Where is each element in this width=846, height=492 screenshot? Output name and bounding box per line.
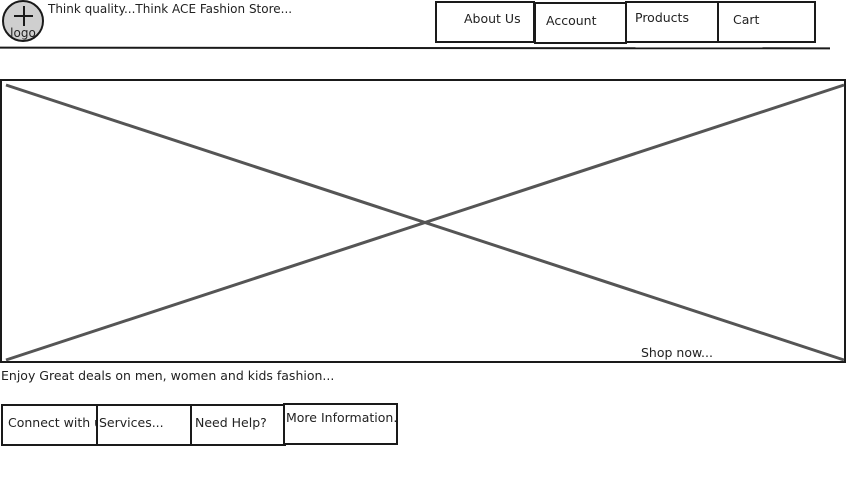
nav-products-button[interactable]: Products — [625, 1, 719, 43]
nav-account-button[interactable]: Account — [534, 2, 627, 44]
header-divider — [0, 46, 831, 50]
footer-button-label: Need Help? — [195, 415, 267, 430]
nav-label: Products — [635, 10, 689, 25]
connect-with-us-button[interactable]: Connect with us — [1, 404, 98, 446]
nav-label: About Us — [464, 11, 521, 26]
footer-button-label: Services... — [99, 415, 164, 430]
hero-image-placeholder[interactable] — [0, 79, 846, 363]
nav-cart-button[interactable]: Cart — [717, 1, 816, 43]
need-help-button[interactable]: Need Help? — [190, 404, 286, 446]
image-placeholder-icon — [5, 83, 845, 362]
more-information-button[interactable]: More Information... — [283, 403, 398, 445]
footer-button-label: Connect with us — [8, 415, 96, 430]
nav-label: Account — [546, 13, 597, 28]
nav-label: Cart — [733, 12, 760, 27]
placeholder-diagonal — [5, 83, 845, 362]
logo-label: logo — [10, 26, 36, 40]
logo[interactable]: logo — [2, 0, 44, 42]
shop-now-link[interactable]: Shop now... — [641, 345, 713, 360]
plus-icon-bar — [22, 6, 25, 26]
services-button[interactable]: Services... — [96, 404, 192, 446]
promo-caption: Enjoy Great deals on men, women and kids… — [1, 368, 335, 383]
footer-button-label: More Information... — [286, 410, 398, 425]
tagline: Think quality...Think ACE Fashion Store.… — [48, 2, 293, 16]
nav-about-us-button[interactable]: About Us — [435, 1, 535, 43]
